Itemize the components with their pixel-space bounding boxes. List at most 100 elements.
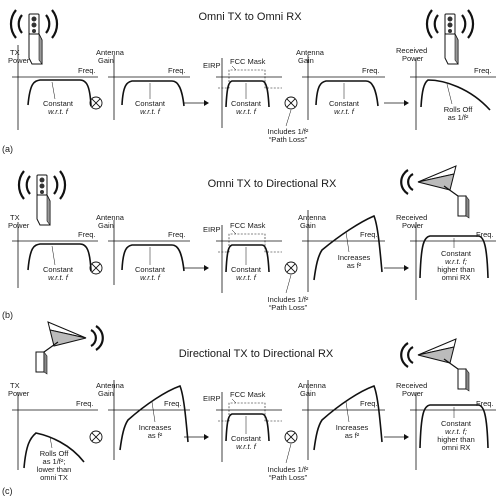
annotation: Increases <box>338 253 371 262</box>
axis-label: Antenna <box>96 381 125 390</box>
axis-label: Freq. <box>474 66 492 75</box>
eirp-plot: EIRP FCC Mask Constant w.r.t. f <box>203 57 282 128</box>
arrow <box>184 100 209 106</box>
axis-label: EIRP <box>203 61 221 70</box>
annotation: lower than <box>37 465 72 474</box>
axis-label: Received <box>396 381 427 390</box>
rx-antenna-gain-plot: Antenna Gain Freq. Increases as f² <box>298 210 385 292</box>
tx-power-plot: TX Power Freq. Constant w.r.t. f <box>8 45 98 130</box>
axis-label: Power <box>402 389 424 398</box>
annotation: Rolls Off <box>444 105 474 114</box>
axis-label: EIRP <box>203 225 221 234</box>
annotation: as 1/f²; <box>43 457 66 466</box>
panel-c: Directional TX to Directional RX (c) TX … <box>2 321 496 496</box>
arrow <box>384 265 409 271</box>
path-loss-note: “Path Loss” <box>269 473 308 482</box>
axis-label: Received <box>396 46 427 55</box>
multiply-icon <box>89 430 103 444</box>
axis-label: EIRP <box>203 394 221 403</box>
axis-label: Antenna <box>298 213 327 222</box>
annotation: Constant <box>135 265 166 274</box>
annotation: Constant <box>231 434 262 443</box>
eirp-plot: EIRP FCC Mask Constant w.r.t. f <box>203 390 282 462</box>
annotation: w.r.t. f <box>236 273 257 282</box>
multiply-icon <box>284 261 298 275</box>
path-loss-note: Includes 1/f² <box>268 127 309 136</box>
axis-label: Gain <box>98 221 114 230</box>
axis-label: Antenna <box>96 213 125 222</box>
received-power-plot: Received Power Freq. Rolls Off as 1/f² <box>396 46 496 130</box>
annotation: as f² <box>347 261 362 270</box>
axis-label: TX <box>10 48 20 57</box>
rx-antenna-gain-plot: Antenna Gain Freq. Increases as f² <box>298 380 385 460</box>
axis-label: Gain <box>300 221 316 230</box>
multiply-icon <box>89 261 103 275</box>
multiply-icon <box>89 96 103 110</box>
axis-label: Received <box>396 213 427 222</box>
annotation: w.r.t. f <box>236 107 257 116</box>
panel-title: Directional TX to Directional RX <box>179 348 334 360</box>
omni-antenna-icon <box>9 9 59 65</box>
panel-title: Omni TX to Omni RX <box>198 11 302 23</box>
omni-antenna-icon <box>17 170 67 226</box>
tx-power-plot: TX Power Freq. Rolls Off as 1/f²; lower … <box>8 381 98 482</box>
axis-label: Freq. <box>78 230 96 239</box>
arrow <box>184 434 209 440</box>
annotation: w.r.t. f <box>48 107 69 116</box>
multiply-icon <box>284 96 298 110</box>
axis-label: Power <box>8 389 30 398</box>
annotation: higher than <box>437 265 475 274</box>
axis-label: Gain <box>300 389 316 398</box>
axis-label: Freq. <box>360 230 378 239</box>
panel-a: Omni TX to Omni RX (a) TX Power Freq. Co… <box>2 9 496 154</box>
annotation: higher than <box>437 435 475 444</box>
axis-label: Freq. <box>168 230 186 239</box>
tx-power-plot: TX Power Freq. Constant w.r.t. f <box>8 213 98 288</box>
directional-antenna-icon <box>400 338 470 392</box>
mask-label: FCC Mask <box>230 57 266 66</box>
received-power-plot: Received Power Freq. Constant w.r.t. f; … <box>396 381 496 470</box>
annotation: w.r.t. f; <box>445 257 467 266</box>
annotation: Increases <box>336 423 369 432</box>
axis-label: Freq. <box>362 66 380 75</box>
axis-label: Freq. <box>360 399 378 408</box>
path-loss-note: “Path Loss” <box>269 135 308 144</box>
axis-label: TX <box>10 381 20 390</box>
panel-b: Omni TX to Directional RX (b) TX Power F… <box>2 165 496 320</box>
axis-label: Freq. <box>78 66 96 75</box>
annotation: w.r.t. f <box>48 273 69 282</box>
arrow <box>384 434 409 440</box>
tx-antenna-gain-plot: Antenna Gain Freq. Constant w.r.t. f <box>96 48 190 120</box>
annotation: Constant <box>441 419 472 428</box>
tx-antenna-gain-plot: Antenna Gain Freq. Increases as f² <box>96 380 190 460</box>
axis-label: TX <box>10 213 20 222</box>
path-loss-note: Includes 1/f² <box>268 295 309 304</box>
path-loss-note: “Path Loss” <box>269 303 308 312</box>
axis-label: Freq. <box>476 399 494 408</box>
annotation: as f² <box>148 431 163 440</box>
panel-tag: (c) <box>2 486 13 496</box>
rx-antenna-gain-plot: Antenna Gain Freq. Constant w.r.t. f <box>296 48 385 120</box>
annotation: w.r.t. f <box>140 107 161 116</box>
annotation: w.r.t. f <box>140 273 161 282</box>
annotation: Constant <box>135 99 166 108</box>
annotation: w.r.t. f <box>334 107 355 116</box>
axis-label: Power <box>402 54 424 63</box>
axis-label: Freq. <box>168 66 186 75</box>
annotation: Increases <box>139 423 172 432</box>
annotation: as 1/f² <box>448 113 469 122</box>
axis-label: Power <box>8 56 30 65</box>
axis-label: Gain <box>98 56 114 65</box>
annotation: Rolls Off <box>40 449 70 458</box>
axis-label: Freq. <box>164 399 182 408</box>
multiply-icon <box>284 430 298 444</box>
panel-tag: (b) <box>2 310 13 320</box>
annotation: omni TX <box>40 473 68 482</box>
axis-label: Antenna <box>298 381 327 390</box>
arrow <box>384 100 409 106</box>
axis-label: Antenna <box>96 48 125 57</box>
panel-tag: (a) <box>2 144 13 154</box>
annotation: Constant <box>231 265 262 274</box>
received-power-plot: Received Power Freq. Constant w.r.t. f; … <box>396 213 496 300</box>
mask-label: FCC Mask <box>230 221 266 230</box>
